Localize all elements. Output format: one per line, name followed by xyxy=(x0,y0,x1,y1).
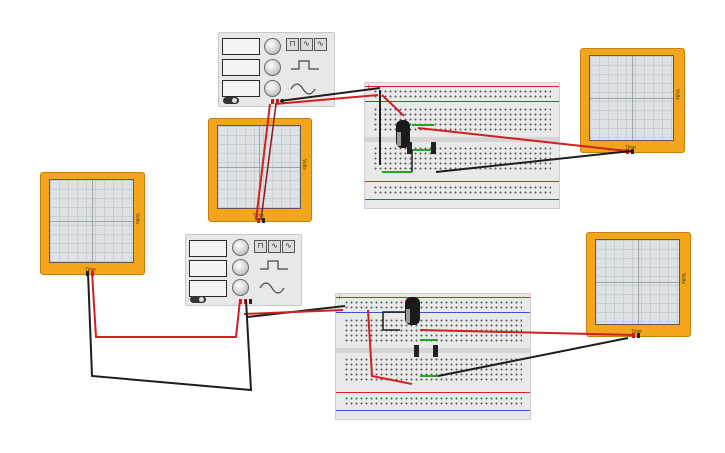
fg1-positive-terminal-b[interactable] xyxy=(276,99,279,104)
osc4-time-label: Time xyxy=(631,329,642,335)
bb1-bottom-rail-red-line xyxy=(365,181,559,182)
function-generator-1[interactable]: ⊓ ∿ ∿ xyxy=(218,32,335,107)
fg2-sine-wave-button[interactable]: ∿ xyxy=(282,240,295,253)
resistor-1a[interactable] xyxy=(407,142,412,154)
fg2-square-wave-button[interactable]: ⊓ xyxy=(254,240,267,253)
fg1-amplitude-knob[interactable] xyxy=(264,59,281,76)
osc1-probe-black[interactable] xyxy=(262,218,265,223)
wire-fg2-red-to-osc2[interactable] xyxy=(91,271,241,338)
sine-wave-icon: ∿ xyxy=(317,39,324,48)
fg1-frequency-knob[interactable] xyxy=(264,38,281,55)
wire-fg1-to-osc1-red[interactable] xyxy=(255,103,271,221)
osc4-screen xyxy=(595,239,680,325)
osc2-time-label: Time xyxy=(85,267,96,273)
fg2-display-amplitude xyxy=(189,260,227,277)
resistor-2b[interactable] xyxy=(433,345,438,357)
fg2-square-wave-preview-icon xyxy=(260,260,288,270)
fg1-display-amplitude xyxy=(222,59,260,76)
fg2-display-offset xyxy=(189,280,227,297)
fg2-sine-wave-preview-icon xyxy=(259,282,285,294)
wire-bb2-black-to-osc4[interactable] xyxy=(437,337,629,377)
sine-wave-icon: ∿ xyxy=(285,241,292,250)
resistor-1b[interactable] xyxy=(431,142,436,154)
bb2-bottom-rail-red-line xyxy=(336,392,530,393)
bb1-top-rail-red-line xyxy=(365,86,559,87)
wire-fg1-red-to-bb1[interactable] xyxy=(274,94,379,105)
wire-bb2-black-cap[interactable] xyxy=(382,311,412,331)
oscilloscope-4[interactable]: Volts Time xyxy=(586,232,691,338)
osc3-screen xyxy=(589,55,674,141)
triangle-wave-icon: ∿ xyxy=(303,39,310,48)
osc1-probe-red[interactable] xyxy=(257,218,260,223)
bb1-bottom-rail-blue-line xyxy=(365,199,559,200)
fg2-negative-terminal[interactable] xyxy=(249,299,252,304)
osc3-time-label: Time xyxy=(625,145,636,151)
oscilloscope-3[interactable]: Volts Time xyxy=(580,48,685,154)
wire-bb2-red-vertical[interactable] xyxy=(367,309,413,385)
square-wave-icon: ⊓ xyxy=(257,241,264,250)
bb1-minus-tag: − xyxy=(366,195,371,204)
bb1-top-rail-blue-line xyxy=(365,101,559,102)
osc3-probe-black[interactable] xyxy=(631,149,634,154)
wire-fg1-black-to-bb1[interactable] xyxy=(279,87,381,102)
wire-bb1-red-diag[interactable] xyxy=(381,94,405,117)
fg1-square-wave-preview-icon xyxy=(291,60,319,70)
square-wave-icon: ⊓ xyxy=(289,39,296,48)
fg2-power-toggle[interactable] xyxy=(190,296,206,303)
bb2-top-rail-blue-line xyxy=(336,312,530,313)
fg1-offset-knob[interactable] xyxy=(264,80,281,97)
resistor-2a[interactable] xyxy=(414,345,419,357)
fg1-sine-wave-button[interactable]: ∿ xyxy=(314,38,327,51)
capacitor-2-stripe xyxy=(406,309,410,323)
bb1-lower-terminal-holes[interactable] xyxy=(373,146,551,172)
bb2-plus-tag: + xyxy=(337,293,342,302)
osc4-probe-black[interactable] xyxy=(637,333,640,338)
triangle-wave-icon: ∿ xyxy=(271,241,278,250)
bb2-minus-tag: − xyxy=(337,406,342,415)
wire-fg2-red-to-bb2[interactable] xyxy=(243,309,344,315)
fg1-triangle-wave-button[interactable]: ∿ xyxy=(300,38,313,51)
wire-fg2-black-to-osc2[interactable] xyxy=(87,271,253,392)
fg1-positive-terminal[interactable] xyxy=(271,99,274,104)
oscilloscope-2[interactable]: Volts Time xyxy=(40,172,145,276)
fg1-sine-wave-preview-icon xyxy=(290,83,316,95)
bb2-lower-terminal-holes[interactable] xyxy=(344,357,522,383)
oscilloscope-1[interactable]: Volts Time xyxy=(208,118,312,223)
fg2-display-frequency xyxy=(189,240,227,257)
wire-bb1-red-to-osc3[interactable] xyxy=(417,127,628,152)
osc1-time-label: Time xyxy=(253,213,264,219)
bb1-plus-tag: + xyxy=(366,82,371,91)
bb1-top-rail-holes[interactable] xyxy=(373,89,551,99)
fg2-triangle-wave-button[interactable]: ∿ xyxy=(268,240,281,253)
wire-bb1-black-to-osc3[interactable] xyxy=(435,150,632,173)
wire-bb2-red-to-osc4[interactable] xyxy=(419,329,635,336)
bb1-center-trench xyxy=(365,137,559,142)
bb2-bottom-rail-blue-line xyxy=(336,410,530,411)
fg1-square-wave-button[interactable]: ⊓ xyxy=(286,38,299,51)
fg2-offset-knob[interactable] xyxy=(232,279,249,296)
bb2-bottom-rail-holes[interactable] xyxy=(344,396,522,406)
bb2-top-rail-red-line xyxy=(336,297,530,298)
fg2-amplitude-knob[interactable] xyxy=(232,259,249,276)
fg1-display-offset xyxy=(222,80,260,97)
fg1-power-toggle[interactable] xyxy=(223,97,239,104)
bb1-bottom-rail-holes[interactable] xyxy=(373,185,551,195)
wire-fg1-to-osc1-black[interactable] xyxy=(260,103,277,221)
function-generator-2[interactable]: ⊓ ∿ ∿ xyxy=(185,234,302,306)
fg1-display-frequency xyxy=(222,38,260,55)
fg2-frequency-knob[interactable] xyxy=(232,239,249,256)
osc2-screen xyxy=(49,179,134,263)
capacitor-1-stripe xyxy=(397,132,401,146)
bb2-top-rail-holes[interactable] xyxy=(344,300,522,310)
